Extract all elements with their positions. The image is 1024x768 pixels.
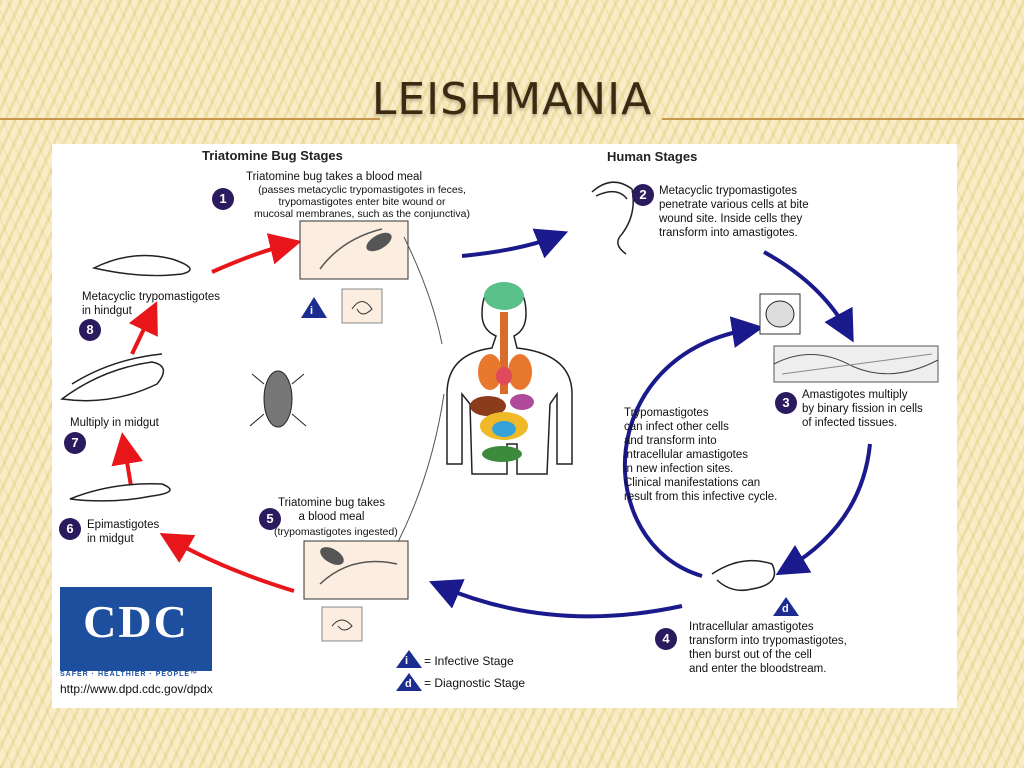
legend-diagnostic-label: = Diagnostic Stage: [424, 676, 526, 690]
step-3-text: Amastigotes multiply by binary fission i…: [802, 389, 923, 429]
diagram-graphics: [60, 181, 939, 691]
bug-bite-illustration-5: [303, 540, 409, 642]
human-body-illustration: [446, 282, 573, 475]
step-number-4: 4: [655, 628, 677, 650]
slide-title: LEISHMANIA: [371, 74, 653, 125]
legend-infective-label: = Infective Stage: [424, 654, 514, 668]
cdc-logo-text: CDC: [83, 596, 189, 647]
cdc-logo: CDC: [60, 587, 212, 671]
legend-infective-triangle: [396, 650, 422, 668]
cdc-url-link[interactable]: http://www.dpd.cdc.gov/dpdx: [60, 682, 213, 696]
trypomastigote-illustration-2: [591, 181, 634, 255]
step-7-text: Multiply in midgut: [70, 417, 159, 429]
legend-infective-symbol: i: [405, 655, 409, 667]
arrow-8-to-1: [211, 233, 302, 274]
step-1-text: Triatomine bug takes a blood meal: [246, 171, 423, 183]
legend-diagnostic-symbol: d: [405, 678, 412, 690]
cdc-tagline: SAFER · HEALTHIER · PEOPLE™: [60, 671, 199, 678]
parasite-illustration-6: [69, 483, 171, 502]
parasite-illustration-7: [60, 353, 165, 402]
arrow-7-to-8: [128, 301, 158, 355]
step-4-text: Intracellular amastigotes transform into…: [689, 621, 847, 675]
legend-diagnostic-triangle: [396, 673, 422, 691]
infected-tissue-illustration: [759, 293, 939, 383]
step-number-6: 6: [59, 518, 81, 540]
step-1-subtext: (passes metacyclic trypomastigotes in fe…: [254, 184, 470, 220]
triatomine-bug-illustration: [249, 370, 307, 428]
arrow-reinfection: [622, 316, 764, 578]
reinfection-note: Trypomastigotes can infect other cells a…: [624, 407, 778, 503]
life-cycle-diagram: Triatomine Bug Stages Human Stages 1 Tri…: [52, 144, 957, 708]
infective-marker-label: i: [310, 305, 314, 317]
step-5-text: Triatomine bug takes a blood meal: [278, 497, 385, 523]
title-rule-right: [662, 118, 1024, 120]
infective-marker-triangle: [301, 297, 327, 318]
bug-bite-illustration-1: [299, 220, 409, 324]
step-number-7: 7: [64, 432, 86, 454]
arrow-3-to-4: [775, 443, 872, 576]
heading-human-stages: Human Stages: [607, 149, 698, 164]
step-number-5: 5: [259, 508, 281, 530]
step-6-text: Epimastigotes in midgut: [87, 519, 160, 545]
title-rule-left: [0, 118, 380, 120]
step-8-text: Metacyclic trypomastigotes in hindgut: [82, 291, 221, 317]
arrow-5-to-6: [159, 533, 295, 593]
diagnostic-marker-label: d: [782, 603, 789, 615]
parasite-illustration-8: [91, 254, 191, 277]
arrow-4-to-5: [428, 579, 683, 619]
step-number-2: 2: [632, 184, 654, 206]
step-number-3: 3: [775, 392, 797, 414]
step-number-1: 1: [212, 188, 234, 210]
diagnostic-marker-triangle: [773, 597, 799, 616]
heading-bug-stages: Triatomine Bug Stages: [202, 148, 343, 163]
arrow-2-to-3: [763, 250, 854, 343]
step-2-text: Metacyclic trypomastigotes penetrate var…: [659, 185, 809, 239]
step-number-8: 8: [79, 319, 101, 341]
arrow-1-to-2: [461, 228, 569, 259]
trypomastigote-illustration-4: [711, 559, 776, 592]
step-5-subtext: (trypomastigotes ingested): [274, 526, 398, 538]
